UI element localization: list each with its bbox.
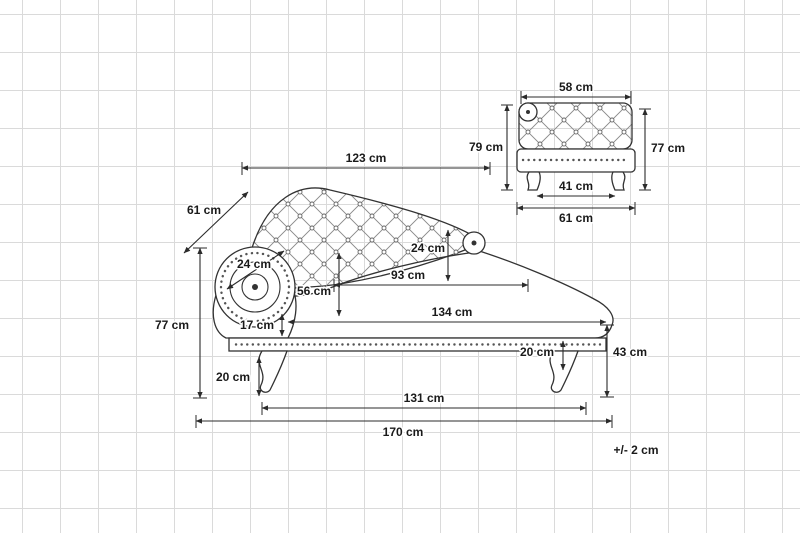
dim-label-top-length: 123 cm	[346, 151, 387, 165]
dim-front-right-height: 77 cm	[639, 108, 687, 191]
dim-label-front-total-width: 61 cm	[559, 211, 593, 225]
dim-label-scroll-width: 24 cm	[237, 257, 271, 271]
chaise-front-view	[516, 102, 636, 191]
dim-front-inner-width: 41 cm	[536, 178, 616, 199]
dim-label-front-top-width: 58 cm	[559, 80, 593, 94]
dim-front-top-width: 58 cm	[520, 79, 632, 104]
dim-label-front-left-height: 79 cm	[469, 140, 503, 154]
dim-label-front-inner-width: 41 cm	[559, 179, 593, 193]
front-scroll-dot	[526, 110, 530, 114]
dim-label-front-right-height: 77 cm	[651, 141, 685, 155]
dim-leg-height: 20 cm	[214, 356, 262, 397]
dim-label-leg-height: 20 cm	[216, 370, 250, 384]
dimension-ticks	[639, 108, 651, 191]
dim-label-back-diagonal: 61 cm	[187, 203, 221, 217]
dim-label-seat-side-height: 17 cm	[240, 318, 274, 332]
front-left-leg	[258, 350, 288, 393]
dimension-ticks	[501, 104, 513, 191]
backrest-end-dot	[471, 240, 477, 246]
dimension-ticks	[261, 402, 587, 415]
dim-label-seat-length: 134 cm	[432, 305, 473, 319]
dim-scroll-width: 24 cm	[226, 250, 285, 290]
scroll-arm-nailhead-trim	[219, 251, 291, 323]
scroll-arm-center-dot	[252, 284, 258, 290]
dimension-ticks	[333, 279, 529, 292]
front-view-left-leg	[526, 171, 541, 191]
dim-total-length: 170 cm	[195, 415, 613, 441]
dim-seat-side-height: 17 cm	[238, 313, 285, 337]
dimension-ticks	[600, 324, 614, 398]
dim-label-backrest-depth: 24 cm	[411, 241, 445, 255]
dim-label-seat-height: 43 cm	[613, 345, 647, 359]
dim-top-length: 123 cm	[241, 150, 491, 175]
dim-back-length: 93 cm	[333, 267, 529, 292]
dim-label-back-length: 93 cm	[391, 268, 425, 282]
dimension-ticks	[195, 415, 613, 428]
dim-front-left-height: 79 cm	[467, 104, 513, 191]
dim-seat-height: 43 cm	[600, 324, 649, 398]
dim-label-total-height: 77 cm	[155, 318, 189, 332]
dim-back-diagonal: 61 cm	[183, 191, 249, 254]
dim-seat-length: 134 cm	[287, 304, 607, 325]
dimension-ticks	[241, 162, 491, 175]
dimension-ticks	[516, 202, 636, 215]
side-view-dimensions: 123 cm 61 cm 24 cm 77 cm 17 cm 20 cm 56 …	[153, 150, 649, 441]
dim-front-total-width: 61 cm	[516, 202, 636, 227]
front-base	[516, 148, 636, 173]
dim-leg-span: 131 cm	[261, 390, 587, 415]
dim-base-clearance: 20 cm	[518, 340, 566, 371]
dim-backrest-depth: 24 cm	[409, 229, 451, 282]
dimension-ticks	[520, 91, 632, 104]
front-right-leg	[549, 350, 579, 393]
front-view-dimensions: 58 cm 79 cm 77 cm 41 cm 61 cm	[467, 79, 687, 227]
dimension-line	[183, 191, 249, 254]
dim-label-back-height: 56 cm	[297, 284, 331, 298]
dimension-ticks	[193, 247, 207, 399]
dim-label-leg-span: 131 cm	[404, 391, 445, 405]
front-view-right-leg	[611, 171, 626, 191]
dimension-line	[226, 250, 285, 290]
dim-label-total-length: 170 cm	[383, 425, 424, 439]
chaise-side-view	[212, 187, 614, 393]
dim-total-height: 77 cm	[153, 247, 207, 399]
dim-label-base-clearance: 20 cm	[520, 345, 554, 359]
tolerance-note: +/- 2 cm	[613, 443, 658, 457]
